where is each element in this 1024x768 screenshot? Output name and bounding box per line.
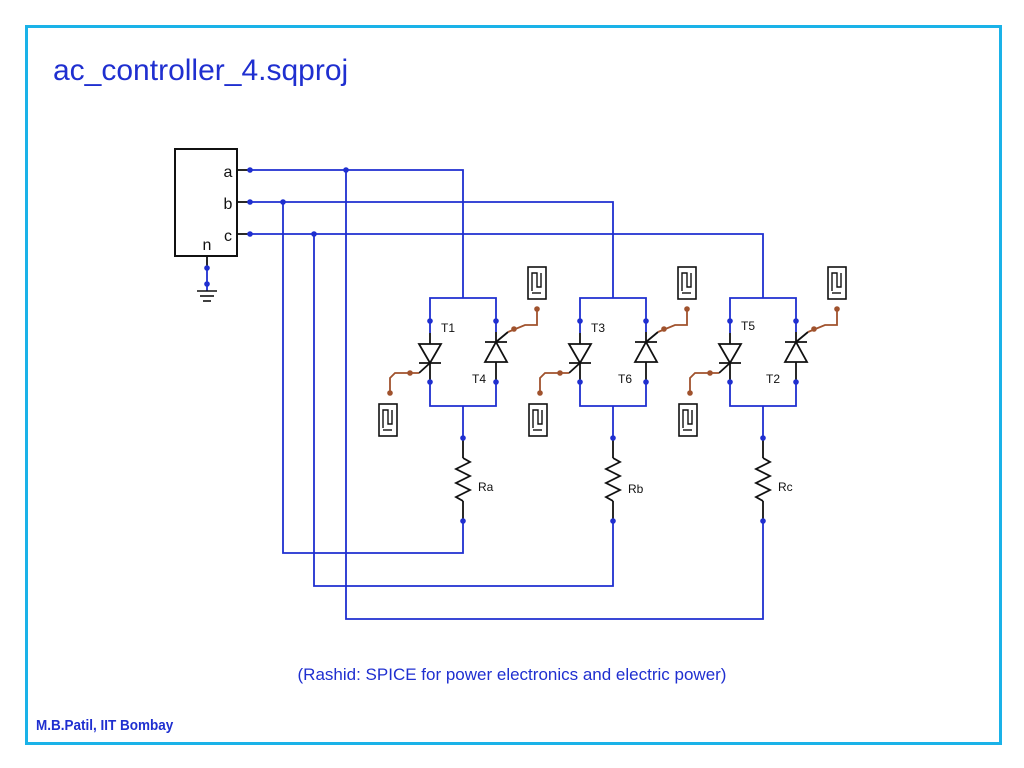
ground-icon [197, 265, 217, 302]
label-t4: T4 [472, 372, 486, 386]
label-t3: T3 [591, 321, 605, 335]
supply-junctions [247, 167, 349, 237]
terminal-label-b: b [224, 196, 233, 213]
reference-caption: (Rashid: SPICE for power electronics and… [297, 665, 727, 684]
supply-wires [250, 169, 764, 620]
terminal-label-c: c [224, 228, 232, 245]
terminal-label-a: a [224, 164, 233, 181]
thyristor-t6 [633, 331, 659, 382]
label-rb: Rb [628, 482, 644, 496]
thyristor-t4 [483, 331, 509, 382]
gate-pulse-t1-icon [378, 403, 398, 437]
label-t1: T1 [441, 321, 455, 335]
gate-pulse-t3-icon [528, 403, 548, 437]
label-t6: T6 [618, 372, 632, 386]
resistor-rb [603, 438, 623, 521]
gate-pulse-t5-icon [678, 403, 698, 437]
label-t2: T2 [766, 372, 780, 386]
leg-a: T1 T4 Ra [378, 266, 547, 524]
thyristor-t1 [417, 333, 443, 383]
thyristor-t5 [717, 333, 743, 383]
label-t5: T5 [741, 319, 755, 333]
label-rc: Rc [778, 480, 793, 494]
label-ra: Ra [478, 480, 494, 494]
gate-pulse-t2-icon [827, 266, 847, 300]
slide-frame [25, 25, 1002, 745]
ac-source: a b c n [174, 148, 250, 268]
leg-b: T3 T6 Rb [528, 266, 697, 524]
thyristor-t3 [567, 333, 593, 383]
gate-pulse-t6-icon [677, 266, 697, 300]
author-footer: M.B.Patil, IIT Bombay [36, 717, 174, 734]
leg-c: T5 T2 Rc [678, 266, 847, 524]
resistor-ra [453, 438, 473, 521]
source-box [174, 148, 238, 257]
slide-title: ac_controller_4.sqproj [53, 54, 349, 87]
resistor-rc [753, 438, 773, 521]
terminal-label-n: n [203, 237, 212, 254]
gate-pulse-t4-icon [527, 266, 547, 300]
thyristor-t2 [783, 331, 809, 382]
